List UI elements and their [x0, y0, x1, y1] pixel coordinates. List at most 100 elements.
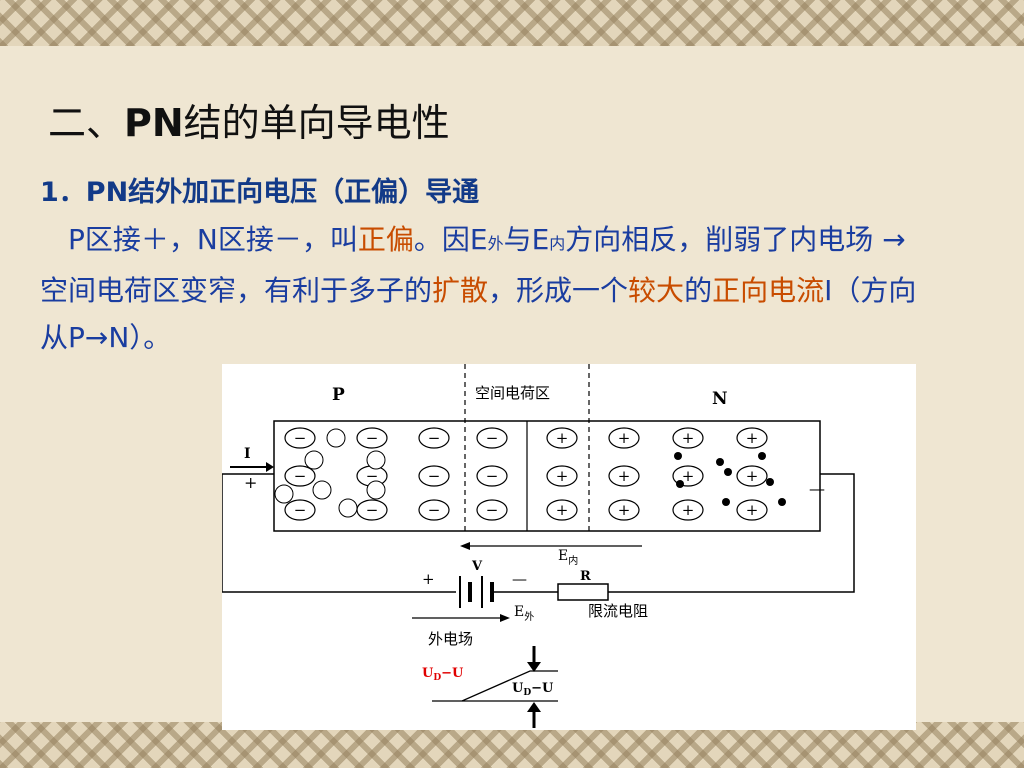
donor-ion	[736, 465, 768, 487]
free-electron	[674, 452, 682, 460]
title-suffix: 结的单向导电性	[183, 101, 450, 145]
para-highlight-diffusion: 扩散	[432, 274, 489, 307]
slide-title: 二、PN结的单向导电性	[48, 92, 450, 147]
para-highlight-forward-current: 正向电流	[712, 274, 825, 307]
space-charge-label: 空间电荷区	[475, 384, 550, 402]
inner-field-label: E内	[558, 548, 578, 567]
wire-left	[222, 473, 456, 593]
para-sub-inner: 内	[549, 234, 566, 253]
title-prefix: 二、	[48, 101, 125, 145]
acceptor-ion-sign: −	[366, 501, 379, 519]
charge-carriers: −−−−−−−−−−−−++++++++++++	[274, 427, 786, 521]
para-highlight-forward-bias: 正偏	[357, 223, 414, 256]
barrier-potential-curve	[432, 670, 558, 702]
acceptor-ion-sign: −	[366, 467, 379, 485]
acceptor-ion	[284, 427, 316, 449]
hole	[338, 498, 358, 518]
acceptor-ion	[418, 427, 450, 449]
acceptor-ion	[356, 427, 388, 449]
para-seg1: P区接＋，N区接－，叫	[40, 223, 358, 256]
para-seg4: 与E	[503, 223, 550, 256]
donor-ion-sign: +	[618, 501, 631, 519]
donor-ion-sign: +	[682, 429, 695, 447]
current-arrow-head	[266, 462, 274, 472]
battery-label: V	[471, 559, 483, 574]
donor-ion-sign: +	[618, 429, 631, 447]
free-electron	[676, 480, 684, 488]
acceptor-ion-sign: −	[294, 429, 307, 447]
free-electron	[778, 498, 786, 506]
para-seg9: 的	[684, 274, 713, 307]
para-seg7: ，形成一个	[488, 274, 629, 307]
barrier-height-label: UD−U	[512, 681, 554, 698]
para-seg3: 。因E	[413, 223, 488, 256]
donor-ion-sign: +	[618, 467, 631, 485]
donor-ion	[608, 465, 640, 487]
donor-ion-sign: +	[746, 501, 759, 519]
acceptor-ion-sign: −	[486, 429, 499, 447]
acceptor-ion-sign: −	[486, 501, 499, 519]
pn-block	[273, 420, 821, 532]
current-limiting-resistor-label: 限流电阻	[588, 602, 648, 620]
donor-ion	[736, 427, 768, 449]
outer-field-arrow-head	[500, 614, 510, 622]
donor-ion	[608, 427, 640, 449]
barrier-arrow-top-head	[527, 662, 541, 672]
para-sub-outer: 外	[487, 234, 504, 253]
p-region-label: P	[332, 385, 345, 405]
body-paragraph: P区接＋，N区接－，叫正偏。因E外与E内方向相反，削弱了内电场 → 空间电荷区变…	[40, 216, 920, 361]
acceptor-ion	[476, 465, 508, 487]
acceptor-ion	[476, 499, 508, 521]
n-region-label: N	[712, 389, 728, 409]
current-label: I	[244, 446, 251, 462]
left-plus-sign: +	[244, 473, 257, 492]
acceptor-ion-sign: −	[428, 429, 441, 447]
pn-junction-diagram: −−−−−−−−−−−−++++++++++++ P N 空间电荷区 I + —…	[222, 364, 916, 730]
barrier-arrow-bottom-head	[527, 702, 541, 712]
free-electron	[758, 452, 766, 460]
barrier-height-label-red: UD−U	[422, 666, 464, 683]
subheading: 1．PN结外加正向电压（正偏）导通	[40, 177, 480, 208]
para-seg11: I（方向从P→N）。	[40, 274, 917, 354]
acceptor-ion-sign: −	[366, 429, 379, 447]
donor-ion-sign: +	[746, 429, 759, 447]
acceptor-ion-sign: −	[428, 467, 441, 485]
hole	[366, 450, 386, 470]
hole	[326, 428, 346, 448]
outer-field-e-label: E外	[514, 604, 534, 623]
donor-ion-sign: +	[556, 429, 569, 447]
acceptor-ion	[476, 427, 508, 449]
resistor-label: R	[580, 569, 591, 584]
acceptor-ion-sign: −	[428, 501, 441, 519]
resistor	[557, 583, 609, 601]
donor-ion	[546, 465, 578, 487]
hole	[312, 480, 332, 500]
donor-ion-sign: +	[682, 467, 695, 485]
wire-right	[608, 473, 855, 593]
right-minus-sign: —	[809, 479, 825, 498]
donor-ion	[672, 499, 704, 521]
para-highlight-large: 较大	[628, 274, 685, 307]
acceptor-ion	[418, 465, 450, 487]
donor-ion-sign: +	[682, 501, 695, 519]
acceptor-ion	[284, 465, 316, 487]
acceptor-ion-sign: −	[294, 501, 307, 519]
inner-field-arrow-head	[460, 542, 470, 550]
donor-ion-sign: +	[746, 467, 759, 485]
acceptor-ion	[418, 499, 450, 521]
donor-ion	[546, 499, 578, 521]
battery-minus-sign: —	[512, 570, 527, 588]
donor-ion	[672, 427, 704, 449]
acceptor-ion-sign: −	[486, 467, 499, 485]
title-bold: PN	[124, 101, 184, 145]
hole	[366, 480, 386, 500]
outer-field-label: 外电场	[428, 630, 473, 648]
donor-ion-sign: +	[556, 501, 569, 519]
decorative-border-top	[0, 0, 1024, 46]
hole	[304, 450, 324, 470]
free-electron	[722, 498, 730, 506]
free-electron	[766, 478, 774, 486]
free-electron	[716, 458, 724, 466]
para-seg5: 方向相反，削弱了内电场 → 空间电荷区变窄，有利于多子的	[40, 223, 906, 307]
hole	[274, 484, 294, 504]
